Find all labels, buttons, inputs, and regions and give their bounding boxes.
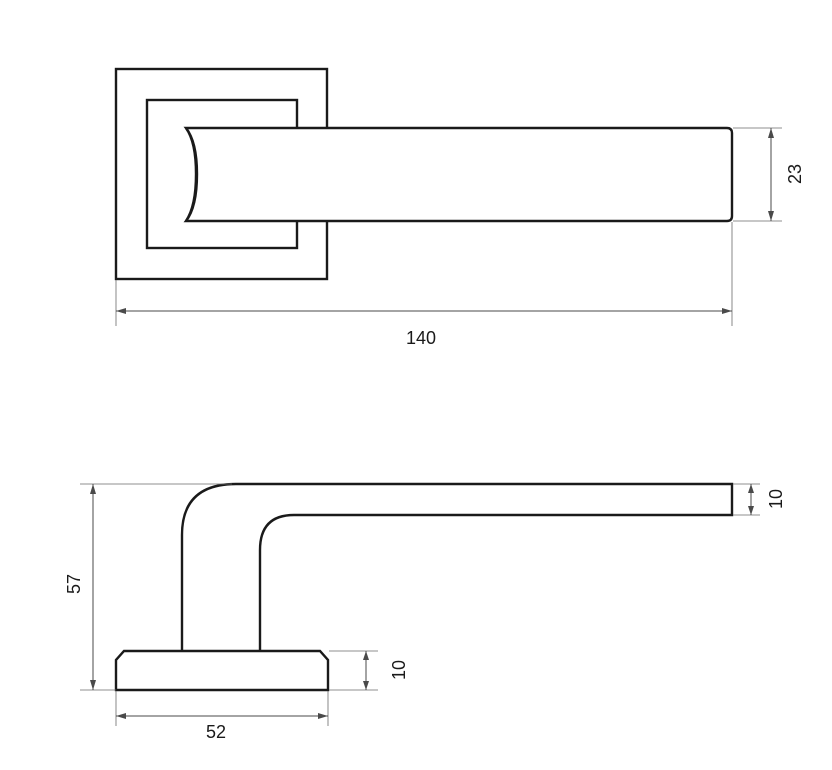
side-view: 57 10 10 52	[64, 482, 786, 742]
arrowhead	[116, 308, 126, 314]
dimension-label-rosette-thickness: 10	[389, 660, 409, 680]
arrowhead	[363, 681, 369, 690]
arrowhead	[722, 308, 732, 314]
arrowhead	[748, 506, 754, 515]
arrowhead	[768, 211, 774, 221]
arrowhead	[90, 484, 96, 494]
arrowhead	[363, 651, 369, 660]
arrowhead	[768, 128, 774, 138]
dimension-label-length: 140	[406, 328, 436, 348]
lever-bar	[183, 126, 734, 223]
dimension-label-rosette-width: 52	[206, 722, 226, 742]
dimension-label-width: 23	[785, 164, 805, 184]
arrowhead	[90, 680, 96, 690]
top-view: 140 23	[114, 67, 805, 348]
lever-end-curve	[184, 127, 198, 222]
dimension-label-height: 57	[64, 574, 84, 594]
lever-profile	[180, 482, 734, 651]
arrowhead	[748, 484, 754, 493]
dimension-label-lever-thickness: 10	[766, 489, 786, 509]
arrowhead	[116, 713, 126, 719]
rosette-profile	[114, 649, 330, 692]
arrowhead	[318, 713, 328, 719]
